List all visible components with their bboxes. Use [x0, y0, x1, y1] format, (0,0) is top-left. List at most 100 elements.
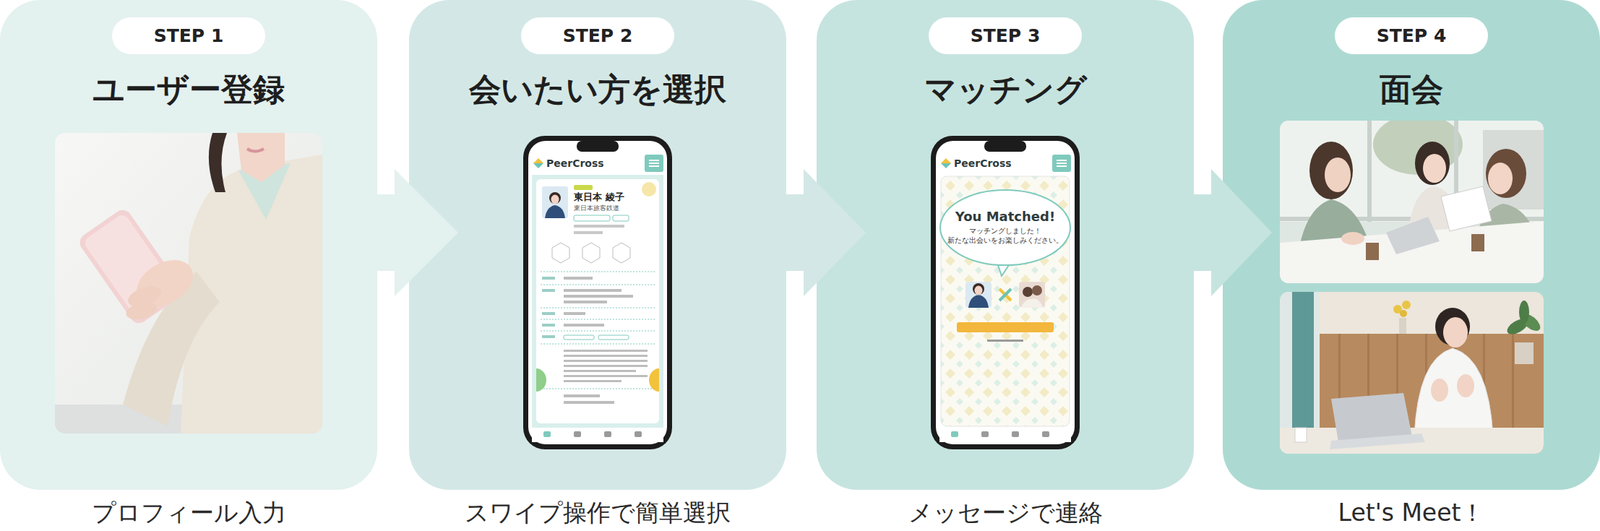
illustration-shape [531, 427, 664, 443]
illustration-shape [1279, 427, 1544, 454]
badge-label: STEP 2 [562, 25, 634, 47]
illustration-shape [1422, 153, 1447, 183]
illustration-shape [1279, 291, 1544, 454]
illustration-shape [544, 205, 566, 219]
illustration-shape [563, 312, 586, 316]
illustration-shape [648, 162, 660, 165]
illustration-shape [1482, 130, 1544, 210]
illustration-shape [1519, 300, 1530, 324]
illustration-shape [981, 431, 989, 438]
illustration-shape [1279, 120, 1544, 284]
illustration-shape [1052, 154, 1072, 172]
illustration-shape [542, 186, 569, 219]
illustration-shape [1309, 141, 1353, 200]
illustration-shape [612, 242, 631, 264]
screen-text: You Matched! [955, 209, 1056, 225]
illustration-shape [1365, 239, 1380, 243]
illustration-shape [1279, 291, 1544, 454]
illustration-shape [549, 192, 561, 204]
illustration-shape [604, 431, 612, 438]
illustration-shape [540, 330, 655, 332]
illustration-shape [563, 289, 622, 292]
illustration-shape [563, 354, 648, 358]
illustration-shape [563, 335, 595, 340]
illustration-shape [563, 380, 622, 383]
illustration-shape [551, 195, 560, 205]
illustration-shape [648, 368, 660, 392]
illustration-shape [573, 231, 603, 235]
illustration-shape [540, 343, 655, 345]
illustration-shape [1331, 393, 1413, 443]
illustration-shape [1020, 298, 1044, 308]
illustration-shape [563, 323, 605, 327]
illustration-shape [208, 132, 227, 193]
illustration-shape [124, 299, 159, 324]
illustration-shape [237, 132, 285, 183]
illustration-shape [968, 294, 989, 308]
step-arrow [1193, 169, 1272, 297]
illustration-shape [1295, 427, 1307, 443]
illustration-shape [563, 364, 648, 368]
illustration-shape [972, 283, 985, 295]
screen-text: 東日本旅客鉄道 [573, 204, 620, 212]
illustration-shape [1414, 348, 1494, 437]
illustration-shape [648, 159, 660, 162]
illustration-shape [1042, 431, 1050, 438]
illustration-shape [542, 312, 556, 316]
illustration-shape [999, 289, 1012, 301]
screen-text: 新たな出会いをお楽しみください。 [947, 237, 1064, 245]
step-badge: STEP 3 [928, 17, 1082, 55]
illustration-shape [1443, 317, 1468, 348]
step-panel: 面会Let's Meet！STEP 4 [1222, 0, 1600, 490]
illustration-shape [54, 132, 323, 434]
illustration-shape [1456, 374, 1475, 398]
illustration-shape [247, 148, 264, 152]
illustration-shape [940, 190, 1071, 266]
illustration-shape [940, 158, 952, 164]
illustration-shape [582, 242, 600, 264]
illustration-shape [563, 359, 648, 363]
illustration-shape [1365, 241, 1379, 261]
illustration-shape [540, 388, 655, 390]
step-title: ユーザー登録 [92, 66, 285, 113]
illustration-shape [1056, 162, 1067, 165]
illustration-shape [563, 294, 634, 298]
illustration-shape [542, 323, 556, 327]
illustration-shape [540, 271, 655, 273]
illustration-shape [984, 140, 1027, 152]
illustration-shape [533, 163, 544, 169]
step-badge: STEP 2 [521, 17, 675, 55]
illustration-shape [935, 140, 1075, 445]
illustration-shape [552, 242, 570, 264]
step-title: マッチング [924, 66, 1087, 113]
illustration-shape [542, 335, 556, 339]
illustration-shape [528, 140, 668, 445]
illustration-shape [1018, 281, 1045, 308]
illustration-shape [563, 375, 648, 378]
illustration-shape [648, 165, 660, 167]
illustration-shape [563, 401, 615, 404]
illustration-shape [573, 431, 582, 438]
badge-label: STEP 3 [970, 25, 1041, 47]
illustration-shape [1487, 162, 1513, 195]
step-caption: メッセージで連絡 [908, 498, 1103, 528]
illustration-shape [540, 307, 655, 309]
screen-text: 東日本 綾子 [573, 192, 625, 204]
step-badge: STEP 1 [112, 17, 266, 55]
illustration-shape [1414, 141, 1450, 186]
illustration-shape [598, 335, 629, 340]
illustration-shape [940, 163, 952, 169]
step-caption: スワイプ操作で簡単選択 [464, 498, 731, 528]
illustration-shape [536, 179, 660, 424]
illustration-shape [974, 286, 983, 296]
illustration-shape [1514, 342, 1534, 365]
illustration-shape [939, 427, 1072, 443]
illustration-shape [54, 132, 323, 434]
illustration-shape [540, 284, 655, 286]
illustration-shape [1056, 159, 1067, 162]
illustration-shape [641, 182, 657, 197]
screen-text: マッチングしました！ [969, 227, 1042, 236]
illustration-shape [1386, 216, 1440, 255]
illustration-shape [1485, 148, 1527, 199]
illustration-shape [573, 185, 593, 191]
